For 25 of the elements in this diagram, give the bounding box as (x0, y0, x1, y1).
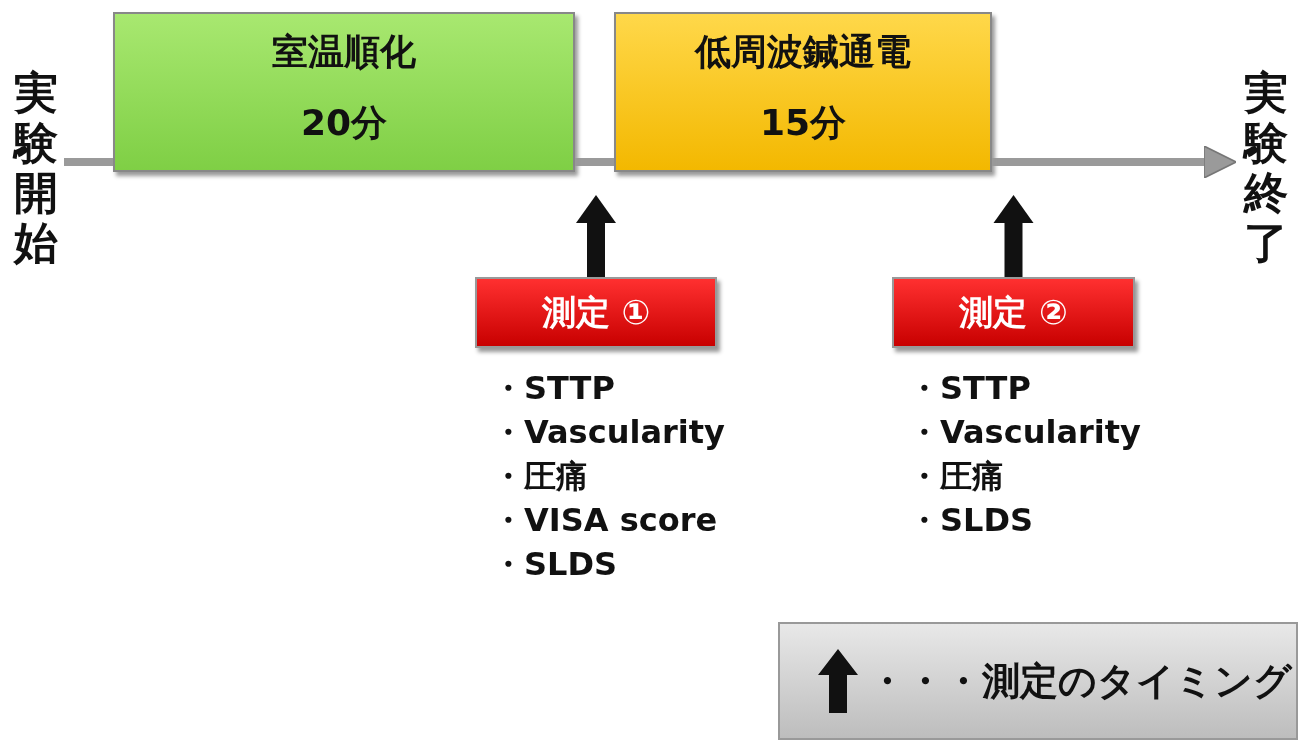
arrow (576, 195, 616, 277)
phase-title: 室温順化 (272, 30, 416, 74)
measurement-label: 測定 ② (959, 290, 1068, 334)
list-item: ・STTP (908, 368, 1032, 409)
list-item: ・STTP (492, 368, 616, 409)
timeline-arrow (992, 145, 1237, 179)
duration-label: 15分 (759, 101, 847, 145)
legend-text: ・・・測定のタイミング (868, 657, 1292, 705)
measurement-box (475, 277, 717, 348)
measurement-box (892, 277, 1135, 348)
phase-title: 低周波鍼通電 (695, 30, 911, 74)
list-item: ・SLDS (908, 500, 1035, 541)
list-item: ・Vascularity (492, 412, 725, 453)
end-label: 実験終了 (1240, 68, 1292, 268)
phase-box (614, 12, 992, 172)
list-item: ・圧痛 (492, 456, 589, 497)
arrow (993, 195, 1034, 277)
start-label: 実験開始 (10, 68, 62, 268)
list-item: ・Vascularity (908, 412, 1141, 453)
list-item: ・圧痛 (908, 456, 1005, 497)
list-item: ・SLDS (492, 544, 619, 585)
measurement-label: 測定 ① (541, 290, 651, 334)
phase-box (113, 12, 575, 172)
duration-label: 20分 (300, 101, 388, 145)
list-item: ・VISA score (492, 500, 719, 541)
